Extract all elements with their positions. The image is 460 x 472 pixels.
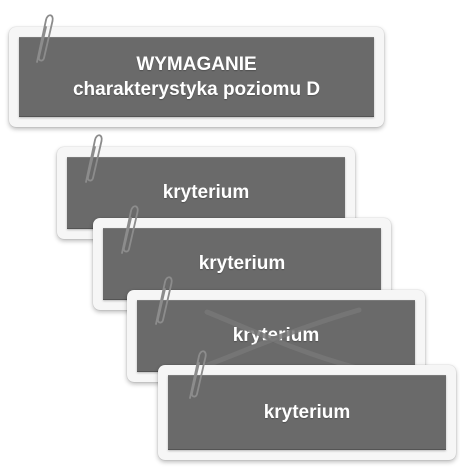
paperclip-icon — [121, 205, 139, 254]
requirement-title: WYMAGANIE — [136, 54, 257, 76]
criterion-label-2: kryterium — [198, 253, 286, 275]
criterion-panel-3: kryterium — [137, 300, 415, 372]
requirement-subtitle: charakterystyka poziomu D — [72, 78, 321, 100]
paperclip-icon — [189, 350, 207, 399]
criterion-label-4: kryterium — [263, 401, 351, 423]
criterion-label-3: kryterium — [232, 325, 320, 347]
criterion-panel-4: kryterium — [168, 375, 446, 450]
requirement-panel: WYMAGANIE charakterystyka poziomu D — [19, 37, 374, 117]
requirement-card: WYMAGANIE charakterystyka poziomu D — [9, 27, 384, 127]
paperclip-icon — [85, 134, 103, 183]
criterion-label-1: kryterium — [162, 182, 250, 204]
requirement-label: WYMAGANIE charakterystyka poziomu D — [73, 53, 320, 102]
paperclip-icon — [155, 276, 173, 325]
paperclip-icon — [36, 14, 54, 63]
criterion-card-4: kryterium — [158, 365, 456, 460]
criterion-panel-1: kryterium — [67, 157, 345, 229]
criterion-panel-2: kryterium — [103, 228, 381, 300]
